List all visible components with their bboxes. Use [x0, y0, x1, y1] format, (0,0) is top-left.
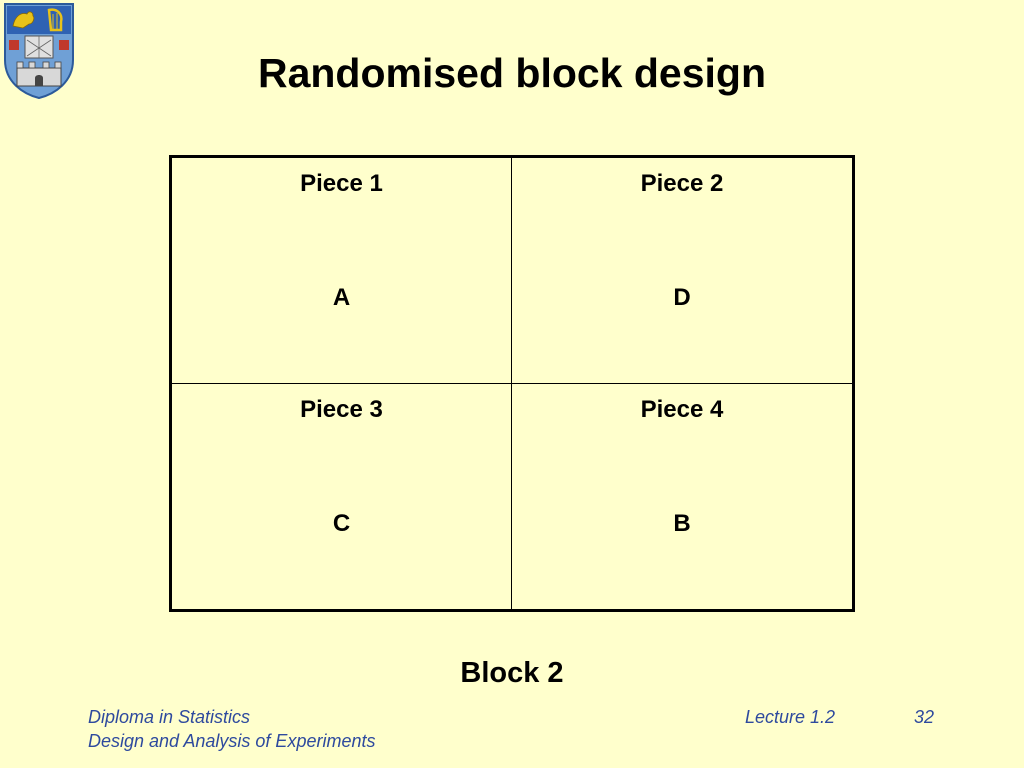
block-caption: Block 2 — [460, 657, 564, 689]
footer-module: Design and Analysis of Experiments — [88, 731, 376, 751]
treatment-label: C — [332, 509, 351, 537]
plot-cell: Piece 1 A — [172, 158, 512, 384]
page-number: 32 — [914, 707, 935, 727]
plot-cell: Piece 2 D — [512, 158, 852, 384]
piece-label: Piece 4 — [640, 395, 724, 423]
treatment-label: D — [673, 284, 691, 311]
block-layout-table: Piece 1 A Piece 2 D Piece 3 C Piece 4 B — [169, 155, 855, 612]
university-crest-icon — [4, 3, 74, 100]
footer-lecture: Lecture 1.2 — [745, 707, 836, 727]
piece-label: Piece 2 — [640, 170, 724, 197]
treatment-label: A — [332, 284, 351, 311]
piece-label: Piece 1 — [300, 170, 383, 197]
piece-label: Piece 3 — [300, 395, 383, 423]
treatment-label: B — [673, 509, 691, 537]
slide-title: Randomised block design — [257, 50, 767, 96]
plot-cell: Piece 4 B — [512, 384, 852, 610]
plot-cell: Piece 3 C — [172, 383, 512, 609]
footer-course: Diploma in Statistics — [88, 707, 251, 727]
